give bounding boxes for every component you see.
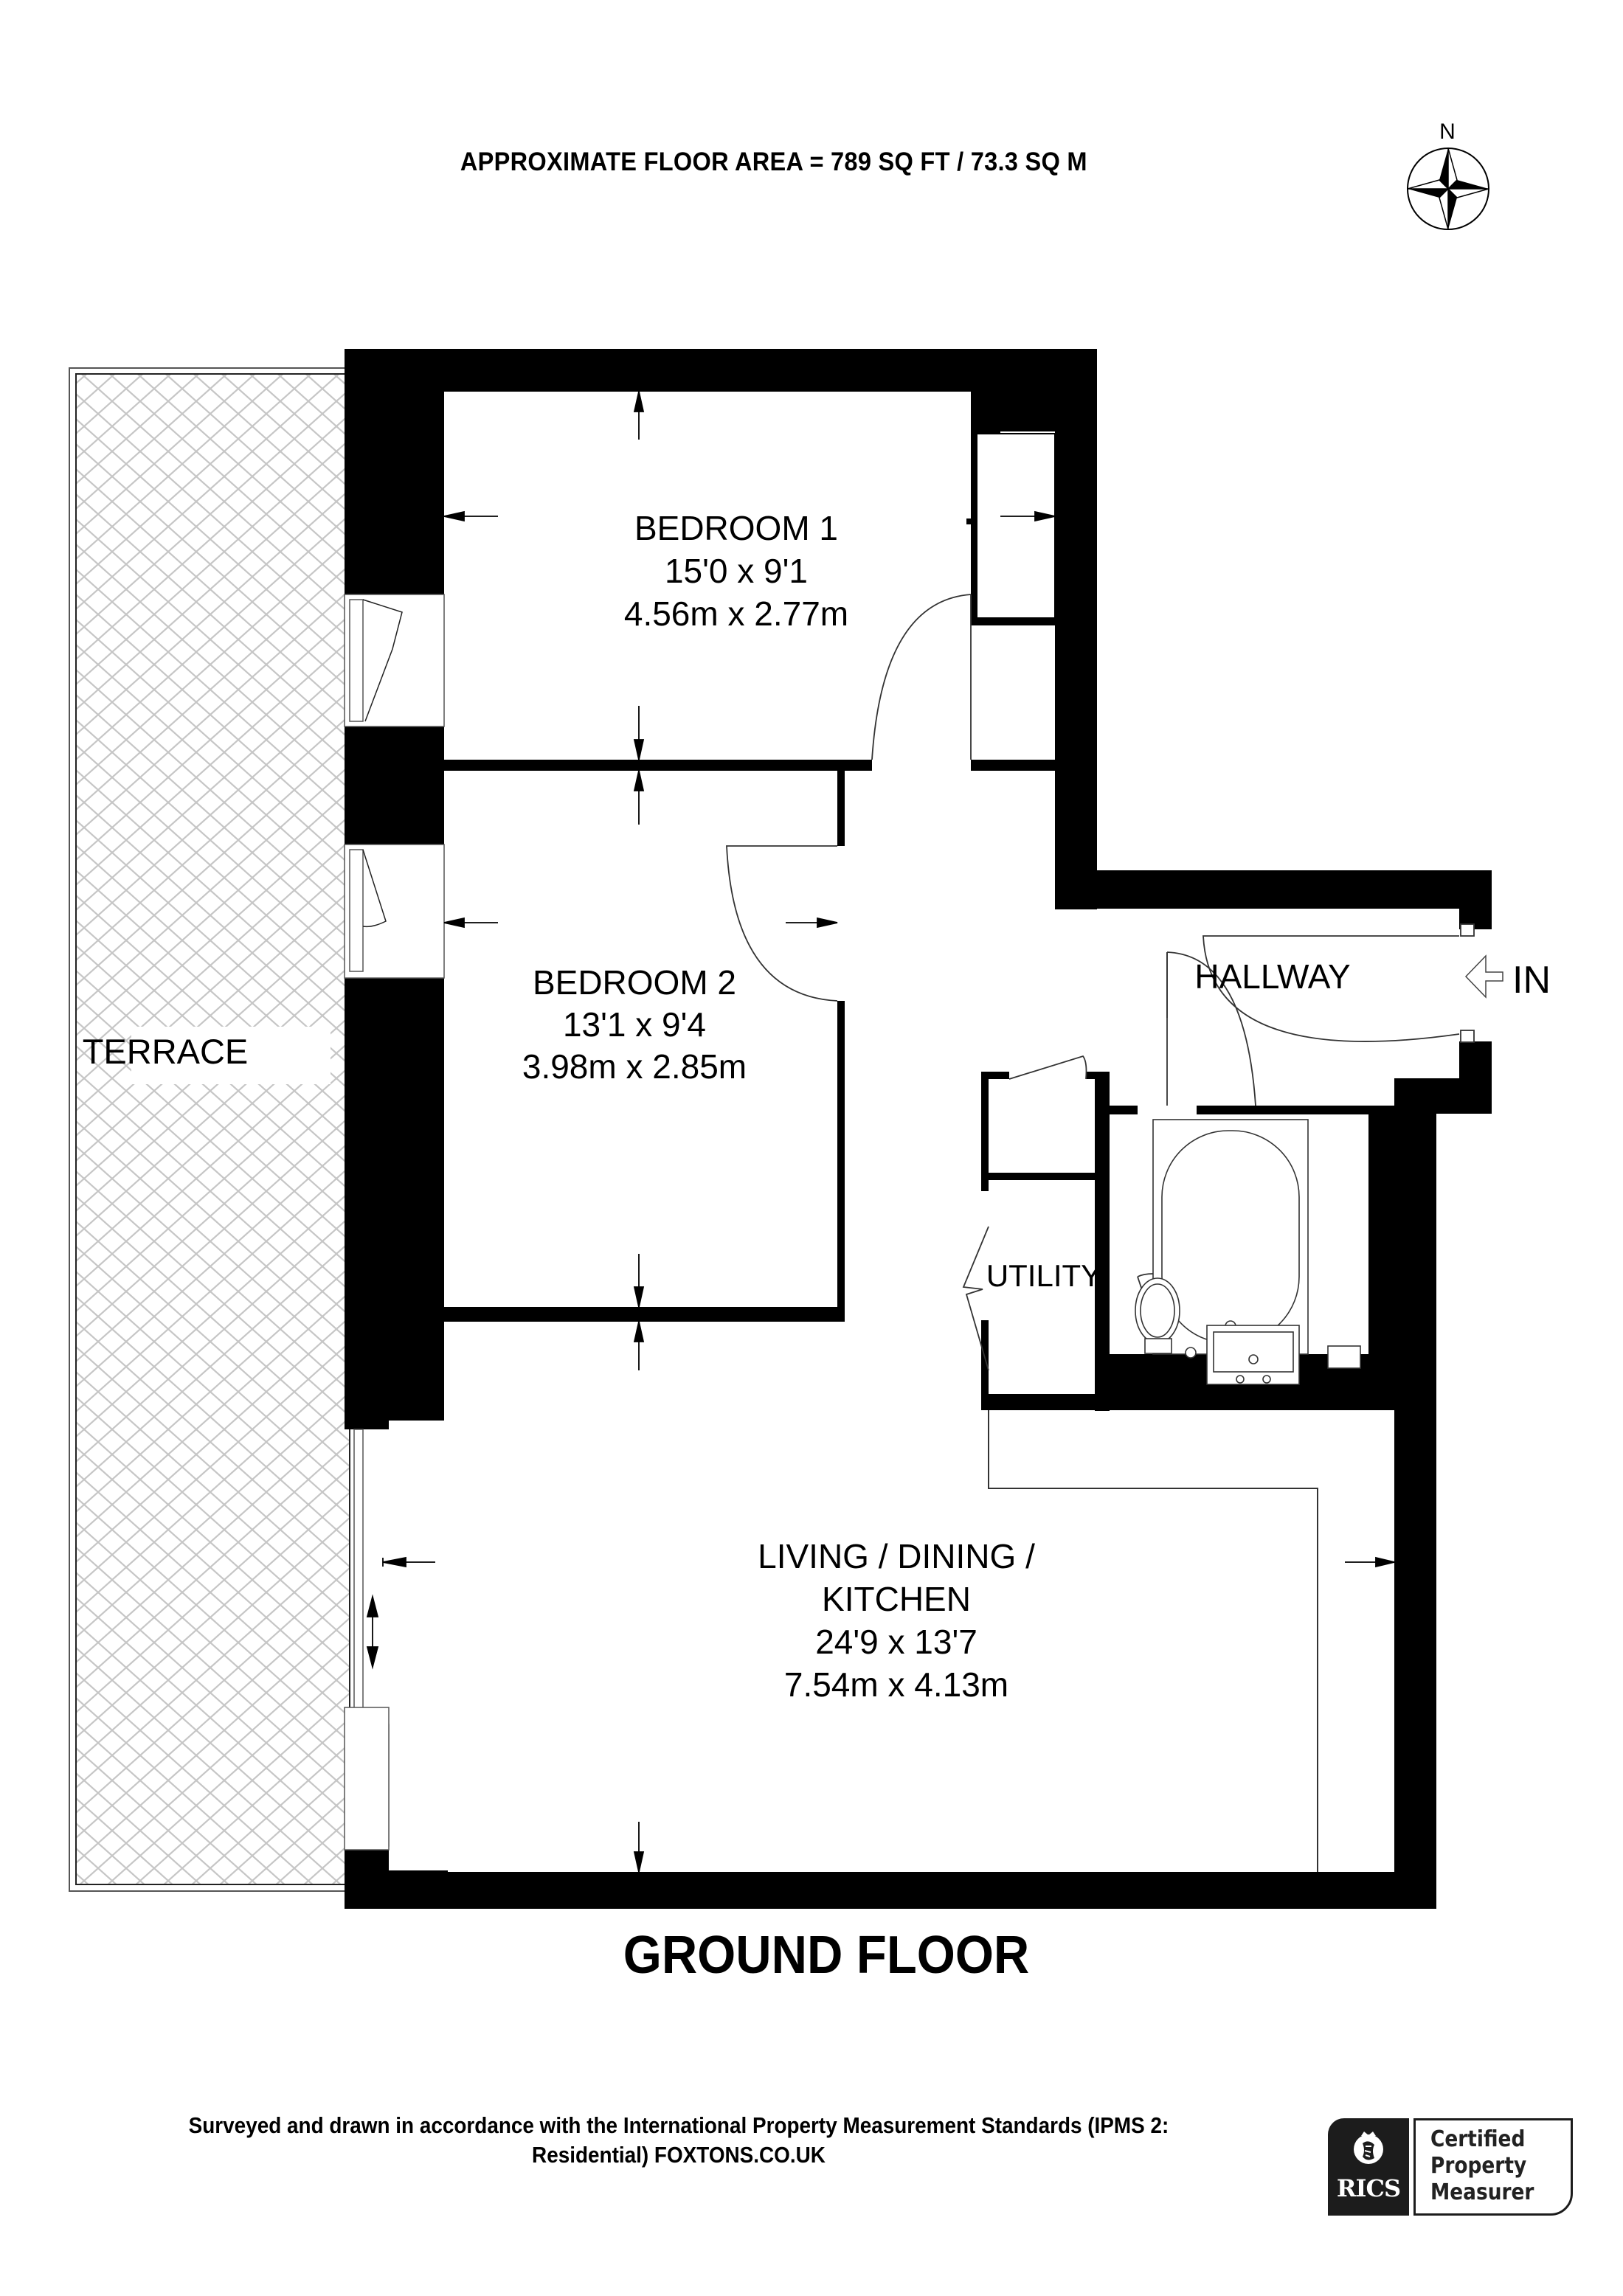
bedroom1-imperial: 15'0 x 9'1 (665, 552, 808, 590)
terrace-label: TERRACE (83, 1032, 249, 1071)
kitchen-worktop (988, 1410, 1318, 1872)
rics-certified-badge: RICS Certified Property Measurer (1328, 2118, 1575, 2216)
bathroom-fixtures (1135, 1119, 1361, 1385)
terrace-area (69, 367, 350, 1892)
floor-area-title: APPROXIMATE FLOOR AREA = 789 SQ FT / 73.… (57, 148, 1566, 177)
rics-wordmark: RICS (1336, 2174, 1401, 2202)
bath-tap-block (1327, 1345, 1361, 1369)
badge-line-1: Certified (1430, 2126, 1526, 2152)
certification-box: Certified Property Measurer (1413, 2118, 1573, 2216)
living-imperial: 24'9 x 13'7 (815, 1623, 977, 1661)
dimension-arrows (366, 391, 1395, 1873)
living-name-line2: KITCHEN (822, 1580, 971, 1618)
wardrobe (976, 433, 1056, 619)
bedroom2-name: BEDROOM 2 (533, 963, 736, 1002)
rics-lion-icon (1354, 2132, 1383, 2164)
compass-north-label: N (1439, 119, 1456, 144)
bedroom1-metric: 4.56m x 2.77m (624, 594, 848, 633)
bedroom1-name: BEDROOM 1 (634, 509, 838, 547)
badge-line-2: Property (1430, 2153, 1527, 2179)
window-swings (362, 599, 403, 928)
living-metric: 7.54m x 4.13m (784, 1665, 1008, 1704)
walls (345, 349, 1492, 1909)
windows (344, 594, 445, 1851)
floor-area-text: APPROXIMATE FLOOR AREA = 789 SQ FT / 73.… (460, 148, 1087, 176)
bedroom2-metric: 3.98m x 2.85m (522, 1047, 747, 1086)
hallway-label: HALLWAY (1194, 957, 1350, 996)
survey-footnote: Surveyed and drawn in accordance with th… (108, 2111, 1250, 2170)
rics-logo-panel: RICS (1328, 2118, 1409, 2216)
entrance-arrow-icon (1464, 954, 1503, 999)
footnote-line-1: Surveyed and drawn in accordance with th… (188, 2112, 1169, 2138)
footnote-line-2: Residential) FOXTONS.CO.UK (532, 2142, 826, 2168)
compass-rose-icon (1407, 148, 1489, 230)
entrance-label: IN (1512, 959, 1551, 1002)
floor-level-title: GROUND FLOOR (623, 1926, 1030, 1985)
badge-line-3: Measurer (1430, 2179, 1534, 2205)
bedroom2-imperial: 13'1 x 9'4 (563, 1005, 706, 1044)
living-name-line1: LIVING / DINING / (758, 1537, 1035, 1575)
doors (726, 594, 1475, 1371)
utility-label: UTILITY (986, 1258, 1101, 1293)
